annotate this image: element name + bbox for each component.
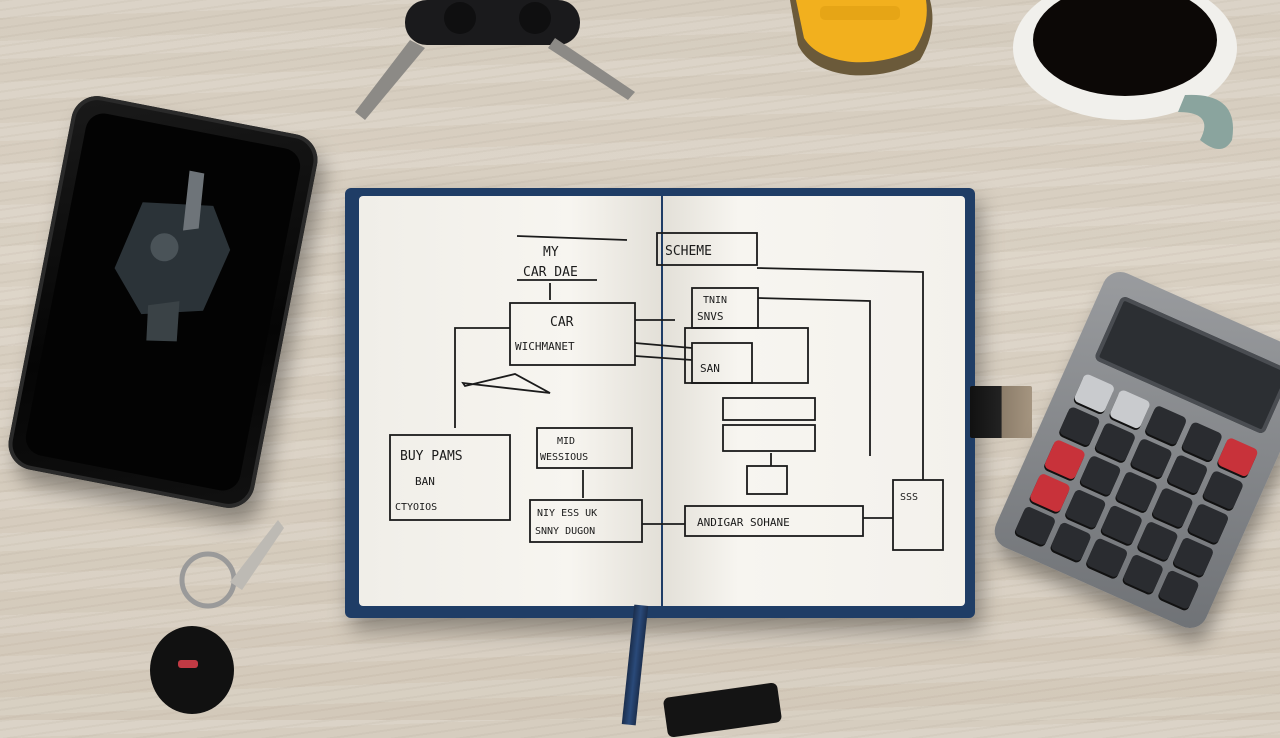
calc-key	[1136, 520, 1179, 562]
sketch-snvs-sub: TNIN	[703, 295, 727, 306]
calc-key	[1100, 504, 1144, 546]
sketch-buy-line1: BUY PAMS	[400, 449, 463, 464]
sketch-title-line2: CAR DAE	[523, 265, 578, 280]
smartphone	[4, 91, 322, 513]
calc-key	[1186, 502, 1230, 544]
calc-key	[1216, 436, 1259, 478]
calc-key	[1144, 404, 1188, 446]
toy-car-icon	[790, 0, 933, 76]
sketch-ess-line1: NIY ESS UK	[537, 508, 597, 519]
car-key-icon	[355, 0, 635, 120]
sketch-title-line1: MY	[543, 245, 559, 260]
calc-key	[1028, 472, 1072, 514]
phone-screen	[22, 110, 304, 494]
sketch-mid-line2: WESSIOUS	[540, 452, 588, 463]
sketch-list-label: SSS	[900, 492, 918, 503]
calc-key	[1014, 505, 1057, 547]
keyring-icon	[150, 520, 284, 714]
sketch-mid-line1: MID	[557, 436, 575, 447]
flowchart-sketch: MY CAR DAE SCHEME CAR WICHMANET TNIN SNV…	[389, 232, 944, 551]
coffee-mug-icon	[1013, 0, 1237, 149]
calc-key	[1043, 439, 1087, 481]
calc-key	[1108, 388, 1152, 431]
calc-key	[1049, 521, 1093, 563]
phone-wallpaper	[114, 170, 231, 342]
calc-key	[1115, 471, 1158, 513]
sketch-san-label: SAN	[700, 362, 720, 375]
sketch-sbm-label: ANDIGAR SOHANE	[697, 516, 790, 529]
sketch-buy-line2: BAN	[415, 475, 435, 488]
calc-key	[1150, 486, 1194, 529]
sketch-car-line2: WICHMANET	[515, 340, 575, 353]
calc-key	[1073, 372, 1116, 415]
sketch-scheme-label: SCHEME	[665, 244, 712, 259]
calc-key	[1058, 406, 1101, 448]
calc-key	[1094, 421, 1137, 464]
wallet	[662, 682, 783, 738]
bookmark-ribbon	[621, 604, 649, 726]
calc-key	[1129, 437, 1173, 480]
sketch-car-line1: CAR	[550, 315, 574, 330]
notebook-elastic-tab	[970, 386, 1032, 438]
calc-key	[1165, 453, 1209, 495]
notebook-left-page	[359, 196, 661, 606]
calc-key	[1121, 553, 1165, 595]
calculator	[988, 266, 1280, 634]
calc-key	[1157, 569, 1200, 611]
sketch-buy-line3: CTYOIOS	[395, 502, 437, 513]
calc-key	[1180, 420, 1224, 462]
calc-key	[1201, 469, 1245, 511]
sketch-ess-line2: SNNY DUGON	[535, 526, 595, 537]
calc-key	[1085, 537, 1129, 579]
calc-key	[1064, 488, 1108, 530]
sketch-snvs-label: SNVS	[697, 310, 724, 323]
calc-key	[1172, 535, 1215, 578]
calc-key	[1079, 455, 1122, 497]
